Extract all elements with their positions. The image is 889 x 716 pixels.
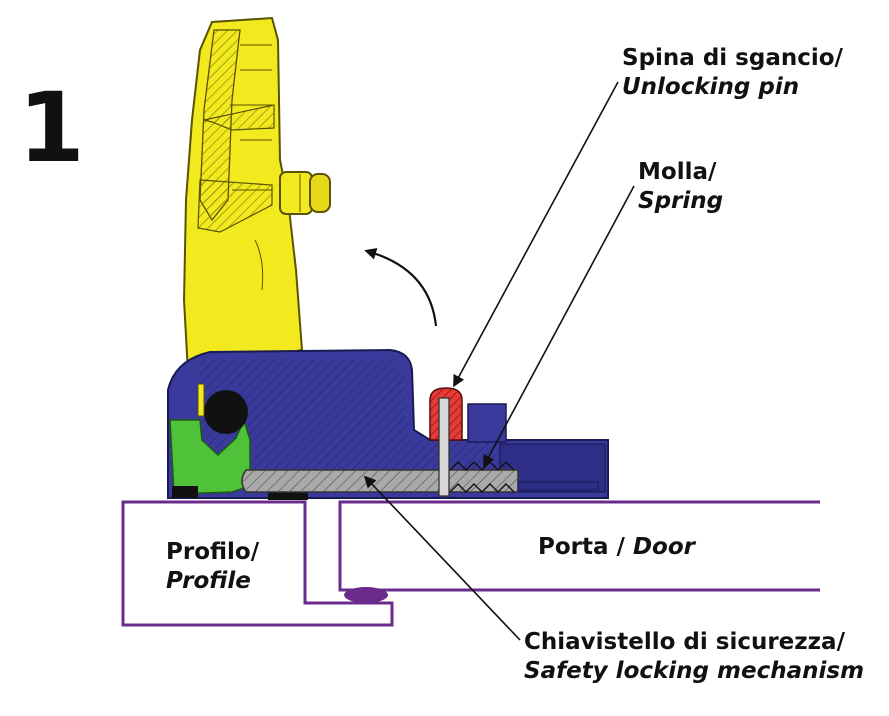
door-panel (338, 500, 820, 592)
unlocking-pin-label: Spina di sgancio/ Unlocking pin (622, 44, 843, 102)
purple-seal (344, 587, 388, 603)
spring-label: Molla/ Spring (638, 158, 723, 216)
handle-knob (279, 171, 331, 215)
door-label-en: Door (632, 534, 695, 560)
profile-label-it: Profilo/ (166, 539, 260, 565)
profile-frame (121, 500, 394, 627)
unlocking-pin-leader (453, 81, 619, 388)
rotation-arrow (364, 247, 438, 327)
unlocking-pin-label-it: Spina di sgancio/ (622, 45, 843, 71)
spring-label-en: Spring (638, 187, 724, 214)
spring (449, 461, 515, 493)
unlocking-pin (429, 387, 463, 497)
profile-label: Profilo/ Profile (166, 538, 259, 596)
profile-label-en: Profile (166, 567, 251, 594)
spring-leader (483, 185, 635, 468)
door-label: Porta / Door (538, 533, 695, 562)
spring-label-it: Molla/ (638, 159, 717, 185)
lock-body (167, 348, 609, 499)
safety-label-it: Chiavistello di sicurezza/ (524, 629, 845, 655)
safety-label: Chiavistello di sicurezza/ Safety lockin… (524, 628, 864, 686)
door-label-it: Porta / (538, 534, 633, 560)
figure-number: 1 (18, 72, 85, 184)
yellow-handle (182, 16, 331, 374)
green-seal (169, 383, 308, 500)
safety-leader (363, 475, 521, 641)
safety-label-en: Safety locking mechanism (524, 657, 865, 684)
unlocking-pin-label-en: Unlocking pin (622, 73, 800, 100)
